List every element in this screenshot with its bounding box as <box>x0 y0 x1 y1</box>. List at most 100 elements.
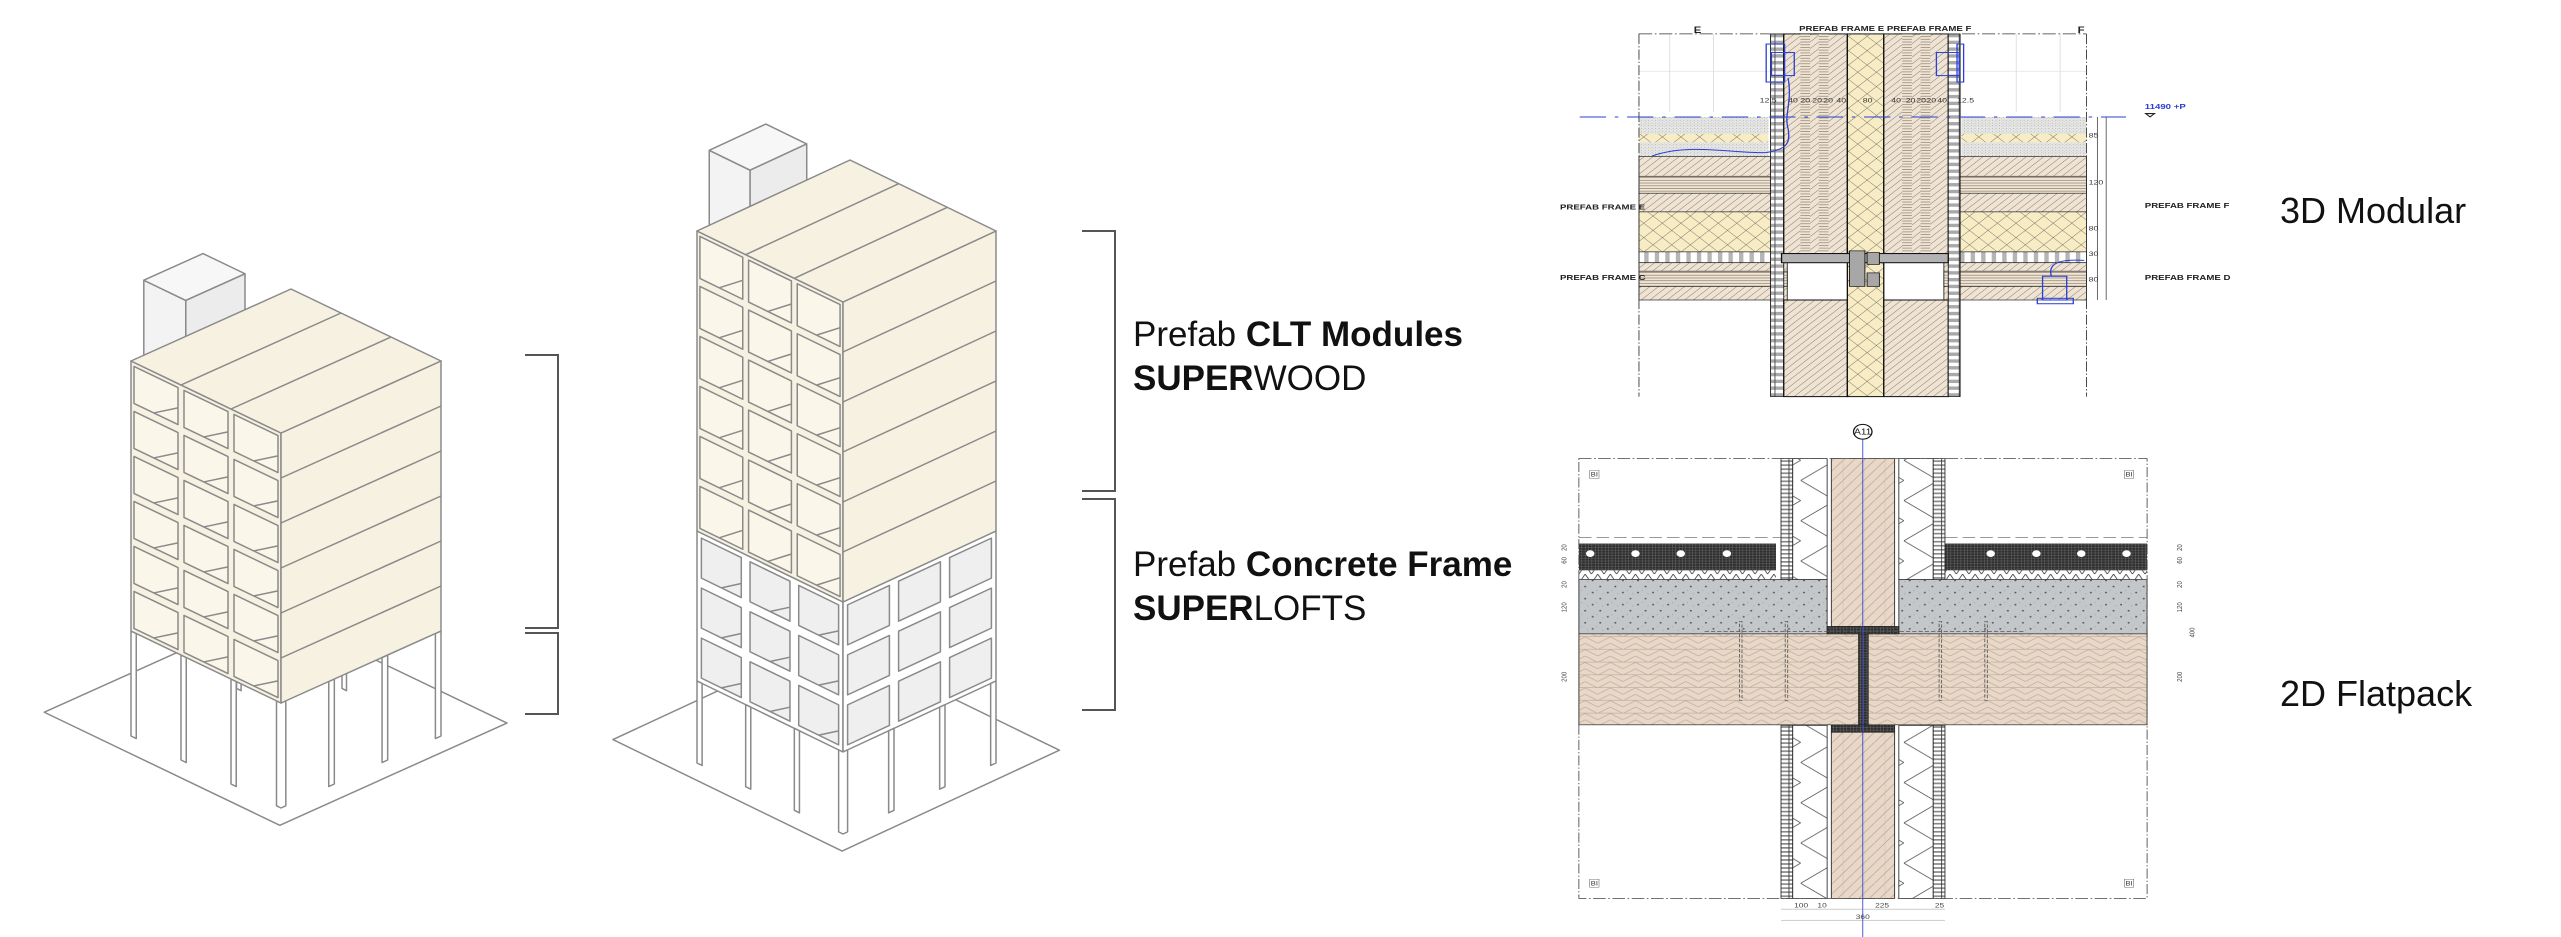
dim: 12.5 <box>1957 96 1975 104</box>
floor-right <box>1943 116 2087 301</box>
module-floor-edge <box>253 590 279 597</box>
frame-bay-right <box>897 561 942 622</box>
grid-ref-a11: A11 <box>1854 427 1871 436</box>
module-floor-line <box>842 280 997 353</box>
module-floor-edge <box>203 521 229 528</box>
pipe <box>2077 550 2086 557</box>
dim-left: 20 <box>1561 581 1569 588</box>
module-floor-edge <box>153 452 179 459</box>
column <box>887 727 895 814</box>
frame-floor-edge <box>818 730 839 736</box>
dim: 85 <box>2089 131 2099 139</box>
module-floor-line <box>842 480 997 553</box>
screws <box>1704 621 2024 701</box>
label-prefab-frame-f: PREFAB FRAME F <box>2145 201 2230 210</box>
column <box>230 678 237 788</box>
dim: 20 <box>1800 96 1810 104</box>
module-floor-edge <box>253 500 279 507</box>
label-prefab-frame-e: PREFAB FRAME E <box>1560 203 1645 212</box>
pipe <box>2122 550 2131 557</box>
module-floor-edge <box>203 476 229 483</box>
column <box>989 680 997 767</box>
bracket-columns <box>525 632 559 715</box>
dim: 20 <box>1812 96 1822 104</box>
dim: 100 <box>1794 901 1808 909</box>
module-floor-edge <box>718 529 743 539</box>
module-floor-edge <box>718 279 743 289</box>
corner-column <box>275 700 287 809</box>
column <box>793 727 801 814</box>
brand-bold: SUPER <box>1133 589 1254 628</box>
module-roof-joint <box>230 336 392 410</box>
module-floor-line <box>280 585 442 659</box>
module-floor-line <box>842 380 997 453</box>
frame-bay-right <box>846 584 891 646</box>
dim: 25 <box>1935 901 1944 909</box>
frame-bay-right <box>948 637 993 699</box>
dim: 20 <box>1926 96 1936 104</box>
module-floor-edge <box>816 326 841 336</box>
bracket-superlofts <box>1082 230 1116 711</box>
pipe <box>1631 550 1640 557</box>
frame-floor-edge <box>769 706 791 713</box>
floor-left <box>1638 116 1788 301</box>
dim: 80 <box>1863 96 1873 104</box>
label-prefab-frame-f-top: PREFAB FRAME F <box>1887 24 1972 33</box>
superlofts-building <box>612 123 1061 852</box>
bracket-concrete-frame <box>1082 498 1116 711</box>
module-floor-edge <box>816 576 841 586</box>
frame-bay-right <box>897 611 942 672</box>
dim-left: 120 <box>1561 602 1569 612</box>
module-roof-joint <box>180 312 342 386</box>
module-floor-edge <box>253 635 279 642</box>
module-floor-edge <box>816 476 841 486</box>
module-floor-edge <box>718 479 743 489</box>
frame-bay-right <box>948 587 993 649</box>
frame-floor-edge <box>721 582 742 589</box>
frame-floor-edge <box>721 632 742 639</box>
dim-left: 200 <box>1561 672 1569 682</box>
building-diagrams <box>43 123 1116 852</box>
marker: BI <box>1591 881 1598 887</box>
detail-3d-modular: PREFAB FRAME E PREFAB FRAME F PREFAB FRA… <box>1560 24 2230 398</box>
column <box>938 703 946 790</box>
caption-bold: Concrete Frame <box>1245 545 1513 584</box>
dim: 20 <box>1823 96 1833 104</box>
dim-right: 200 <box>2176 672 2184 682</box>
module-floor-edge <box>718 429 743 439</box>
dim: 20 <box>1916 96 1926 104</box>
frame-floor-edge <box>769 656 791 663</box>
module-floor-edge <box>767 453 792 463</box>
dim: 80 <box>2089 275 2099 283</box>
module-floor-edge <box>767 553 792 563</box>
blue-annotations <box>1579 43 2157 305</box>
module-floor-edge <box>718 379 743 389</box>
dim: 20 <box>1906 96 1916 104</box>
module-floor-edge <box>153 497 179 504</box>
module-floor-edge <box>718 329 743 339</box>
superwood-building <box>43 252 508 827</box>
module-floor-line <box>280 540 442 614</box>
corner-column <box>837 749 849 835</box>
caption-concrete-brand: SUPERLOFTS <box>1133 587 1512 631</box>
dim-total: 400 <box>2189 627 2197 637</box>
module-roof-joint <box>745 182 899 256</box>
dim: 120 <box>2089 179 2104 187</box>
pipe <box>1586 550 1595 557</box>
caption-concrete-title: Prefab Concrete Frame <box>1133 543 1512 587</box>
module-roof-joint <box>794 206 948 280</box>
corner-markers: BI BI BI BI <box>1589 470 2134 888</box>
column <box>180 654 187 764</box>
column <box>381 654 389 764</box>
brand-rest: WOOD <box>1253 359 1367 398</box>
dim: 10 <box>1817 901 1826 909</box>
module-floor-edge <box>153 542 179 549</box>
frame-bay-right <box>897 661 942 722</box>
dim: 40 <box>1836 96 1846 104</box>
bracket-clt-modules-2 <box>1082 230 1116 492</box>
grid-lines <box>1638 33 2087 112</box>
brand-rest: LOFTS <box>1253 589 1367 628</box>
label-3d-modular: 3D Modular <box>2280 190 2467 231</box>
caption-clt: Prefab CLT Modules SUPERWOOD <box>1133 313 1463 401</box>
